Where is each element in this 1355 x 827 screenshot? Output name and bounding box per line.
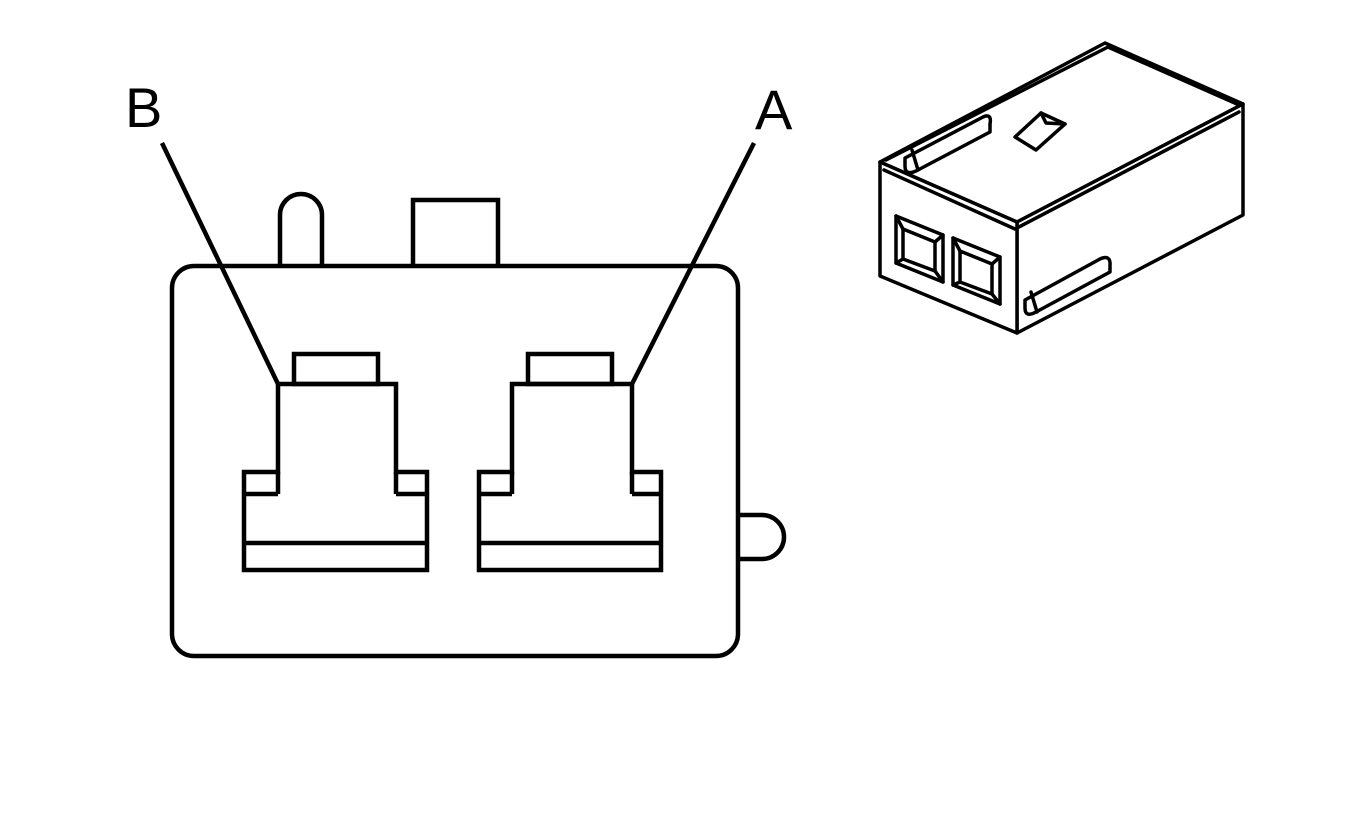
connector-isometric-view [878,41,1245,335]
connector-housing [169,263,741,659]
connector-face-view: B A [125,76,793,659]
front-cavity-openings [894,214,1002,306]
terminal-cavity-b [241,351,430,573]
top-locating-tab [277,191,325,266]
pin-label-a: A [755,78,793,141]
top-latch [410,197,501,266]
side-locating-tab [738,512,787,562]
leader-line-b [159,142,281,385]
leader-line-a [629,141,757,386]
terminal-cavity-a [476,351,664,573]
pin-label-b: B [125,76,162,139]
